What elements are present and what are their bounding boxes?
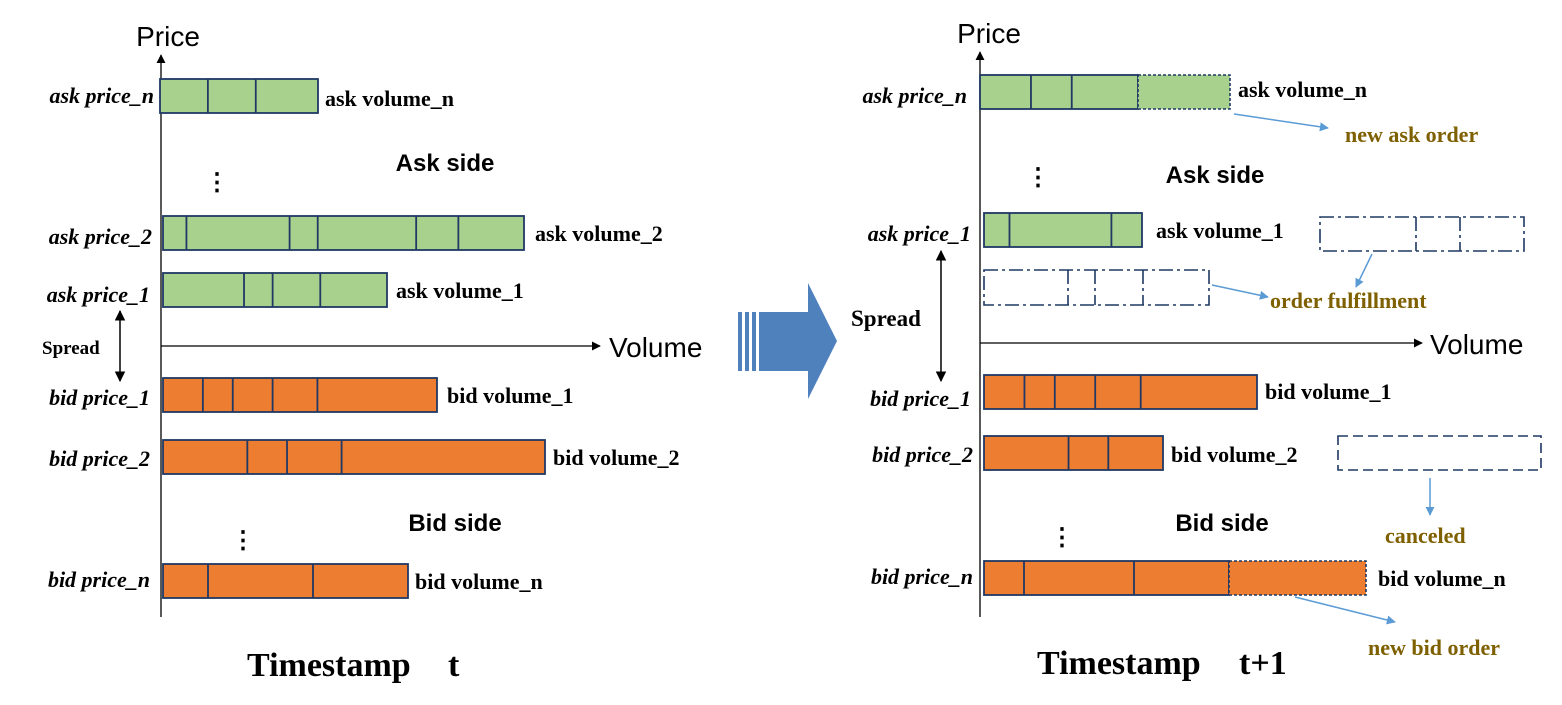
price-label-bid-2: bid price_2 xyxy=(872,442,973,467)
volume-bar-ask-1 xyxy=(983,212,1143,248)
volume-label-ask-n: ask volume_n xyxy=(1238,77,1367,102)
price-label-ask-n: ask price_n xyxy=(50,83,155,108)
ask-side-label: Ask side xyxy=(396,150,495,177)
price-label-bid-1: bid price_1 xyxy=(49,385,150,410)
volume-bar-bid-1 xyxy=(983,374,1258,410)
volume-bar-fill xyxy=(162,272,388,308)
volume-bar-ask-n xyxy=(159,78,319,114)
volume-label-bid-1: bid volume_1 xyxy=(447,383,574,408)
note-new-ask-order: new ask order xyxy=(1345,122,1478,147)
vertical-ellipsis: ⋮ xyxy=(1050,525,1074,551)
bid-side-label: Bid side xyxy=(408,510,501,537)
caption-word: Timestamp xyxy=(1037,645,1201,682)
volume-bar-fill xyxy=(983,374,1258,410)
volume-label-bid-1: bid volume_1 xyxy=(1265,379,1392,404)
volume-bar-bid-2 xyxy=(162,439,546,475)
caption-t1: Timestamp t+1 xyxy=(1037,645,1287,682)
volume-bar-fill xyxy=(979,74,1139,110)
volume-axis-label: Volume xyxy=(609,332,702,363)
canceled-order-box xyxy=(1337,435,1542,471)
note-arrow xyxy=(1233,113,1329,132)
volume-label-ask-1: ask volume_1 xyxy=(1156,218,1284,243)
volume-axis-label: Volume xyxy=(1430,329,1523,360)
note-arrow xyxy=(1294,596,1396,625)
volume-bar-fill xyxy=(159,78,319,114)
vertical-ellipsis: ⋮ xyxy=(231,528,255,554)
new-order-block xyxy=(1137,74,1231,110)
panel-timestamp-t: Price Volume ask price_n ask volume_n ⋮ … xyxy=(42,21,702,684)
caption-var: t xyxy=(448,647,460,684)
volume-bar-fill xyxy=(162,563,409,599)
volume-bar-fill xyxy=(983,212,1143,248)
price-label-ask-1: ask price_1 xyxy=(868,221,971,246)
panel-timestamp-t1: Price Volume ask price_n ask volume_n ne… xyxy=(851,18,1542,682)
volume-bar-fill xyxy=(983,435,1164,471)
note-canceled: canceled xyxy=(1385,523,1466,548)
fulfilled-orders-box xyxy=(983,269,1210,306)
vertical-ellipsis: ⋮ xyxy=(1026,165,1050,191)
note-order-fulfillment: order fulfillment xyxy=(1270,288,1427,313)
price-axis-label: Price xyxy=(136,21,200,52)
volume-bar-fill xyxy=(162,377,438,413)
volume-bar-ask-2 xyxy=(162,215,525,251)
new-order-block xyxy=(1228,560,1367,596)
price-label-bid-n: bid price_n xyxy=(871,564,973,589)
volume-bar-fill xyxy=(162,215,525,251)
volume-bar-bid-n xyxy=(162,563,409,599)
volume-label-ask-2: ask volume_2 xyxy=(535,221,663,246)
ask-side-label: Ask side xyxy=(1166,162,1265,189)
price-label-bid-n: bid price_n xyxy=(48,567,150,592)
volume-label-bid-2: bid volume_2 xyxy=(1171,442,1298,467)
spread-label: Spread xyxy=(851,306,921,331)
note-new-bid-order: new bid order xyxy=(1368,635,1500,660)
volume-bar-fill xyxy=(983,560,1230,596)
caption-t: Timestamp t xyxy=(247,647,460,684)
price-axis-label: Price xyxy=(957,18,1021,49)
fulfilled-orders-box xyxy=(1319,216,1525,252)
volume-bar-ask-n xyxy=(979,74,1231,110)
price-label-ask-2: ask price_2 xyxy=(49,224,152,249)
note-arrow xyxy=(1355,253,1373,288)
note-arrow xyxy=(1211,284,1269,300)
volume-bar-fill xyxy=(162,439,546,475)
caption-var: t+1 xyxy=(1239,645,1287,682)
volume-bar-bid-n xyxy=(983,560,1367,596)
volume-label-ask-n: ask volume_n xyxy=(325,86,454,111)
volume-label-bid-2: bid volume_2 xyxy=(553,445,680,470)
volume-label-bid-n: bid volume_n xyxy=(1378,566,1506,591)
volume-label-ask-1: ask volume_1 xyxy=(396,278,524,303)
caption-word: Timestamp xyxy=(247,647,411,684)
volume-bar-bid-2 xyxy=(983,435,1164,471)
price-label-bid-1: bid price_1 xyxy=(870,386,971,411)
price-label-ask-n: ask price_n xyxy=(863,83,968,108)
bid-side-label: Bid side xyxy=(1175,510,1268,537)
volume-bar-bid-1 xyxy=(162,377,438,413)
transition-arrow xyxy=(738,283,837,399)
vertical-ellipsis: ⋮ xyxy=(205,170,229,196)
price-label-ask-1: ask price_1 xyxy=(47,282,150,307)
price-label-bid-2: bid price_2 xyxy=(49,446,150,471)
volume-label-bid-n: bid volume_n xyxy=(415,569,543,594)
spread-label: Spread xyxy=(42,338,100,359)
volume-bar-ask-1 xyxy=(162,272,388,308)
